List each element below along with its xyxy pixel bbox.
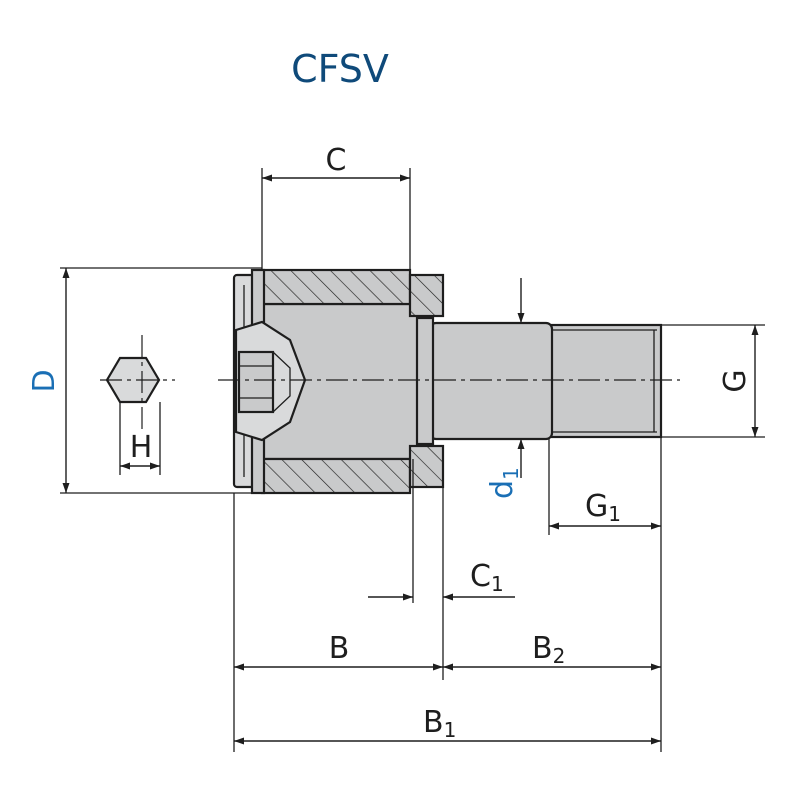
dimension-lines (62, 174, 759, 745)
side-plate-top (408, 273, 445, 318)
label-d: D (27, 369, 62, 392)
stud-thread (547, 323, 663, 439)
extension-lines (60, 168, 765, 752)
hex-socket (237, 350, 275, 414)
label-b: B (329, 631, 350, 666)
outer-ring-bottom (260, 457, 412, 495)
drawing-title: CFSV (291, 47, 389, 91)
label-b1: B1 (423, 705, 456, 742)
stud-shank (428, 321, 554, 441)
label-d1: d1 (485, 467, 523, 499)
side-plate-bottom (408, 444, 445, 489)
label-c1: C1 (470, 559, 504, 596)
label-b2: B2 (532, 631, 565, 668)
outer-ring-top (260, 268, 412, 306)
hex-end-view (100, 335, 175, 430)
cam-follower-part (232, 268, 663, 495)
label-g: G (718, 369, 753, 392)
label-h: H (130, 430, 153, 465)
label-c: C (326, 143, 347, 178)
label-g1: G1 (585, 489, 621, 526)
